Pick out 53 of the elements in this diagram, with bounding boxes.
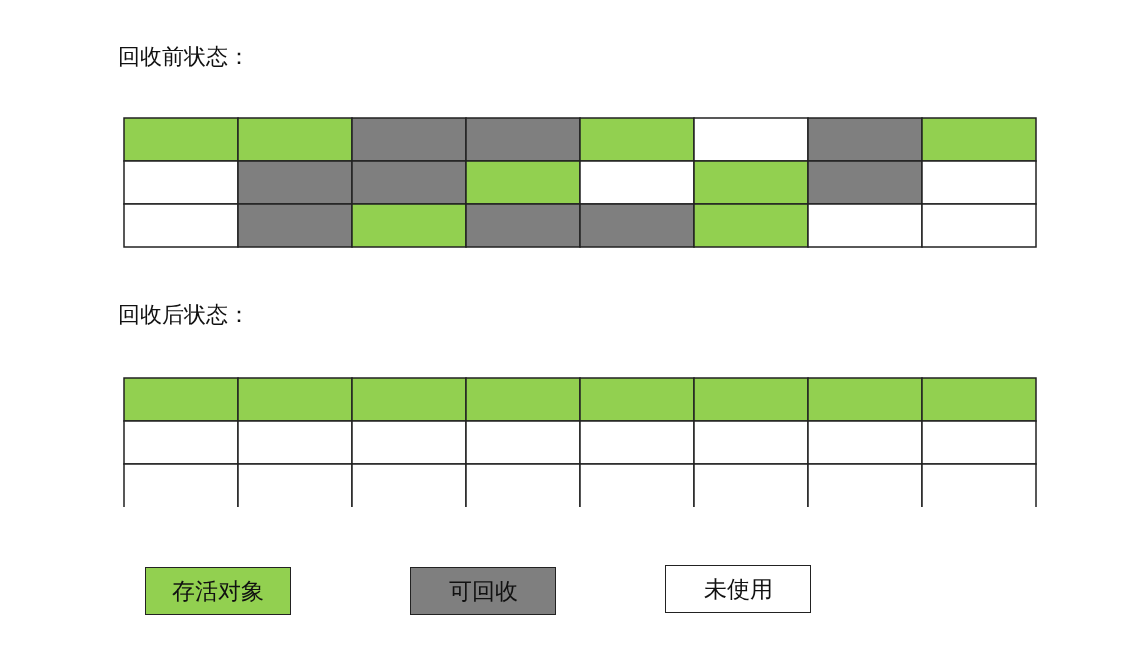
memory-cell [921, 420, 1037, 465]
memory-cell [123, 463, 239, 508]
memory-cell [579, 420, 695, 465]
legend-label: 未使用 [703, 574, 773, 604]
memory-cell [351, 117, 467, 162]
memory-cell [123, 203, 239, 248]
memory-cell [921, 160, 1037, 205]
memory-cell [693, 420, 809, 465]
memory-cell [579, 117, 695, 162]
memory-cell [237, 420, 353, 465]
memory-cell [465, 203, 581, 248]
memory-cell [351, 377, 467, 422]
memory-cell [465, 420, 581, 465]
memory-cell [351, 420, 467, 465]
memory-cell [693, 377, 809, 422]
memory-cell [693, 463, 809, 508]
memory-cell [579, 160, 695, 205]
memory-cell [807, 377, 923, 422]
memory-cell [351, 463, 467, 508]
memory-cell [237, 203, 353, 248]
memory-cell [921, 203, 1037, 248]
memory-cell [693, 160, 809, 205]
memory-cell [465, 463, 581, 508]
memory-cell [123, 117, 239, 162]
memory-cell [807, 420, 923, 465]
memory-cell [123, 420, 239, 465]
memory-cell [693, 117, 809, 162]
memory-cell [465, 160, 581, 205]
memory-cell [807, 160, 923, 205]
memory-cell [579, 463, 695, 508]
memory-cell [579, 377, 695, 422]
legend-label: 存活对象 [172, 576, 264, 606]
memory-cell [237, 160, 353, 205]
memory-cell [807, 203, 923, 248]
memory-cell [123, 160, 239, 205]
memory-cell [921, 377, 1037, 422]
memory-cell [579, 203, 695, 248]
memory-cell [807, 117, 923, 162]
memory-cell [921, 117, 1037, 162]
memory-cell [237, 463, 353, 508]
memory-cell [807, 463, 923, 508]
memory-cell [123, 377, 239, 422]
memory-cell [351, 203, 467, 248]
memory-cell [921, 463, 1037, 508]
memory-cell [351, 160, 467, 205]
section-heading: 回收前状态： [118, 43, 250, 71]
memory-cell [465, 377, 581, 422]
memory-cell [693, 203, 809, 248]
memory-cell [237, 377, 353, 422]
section-heading: 回收后状态： [118, 301, 250, 329]
legend-label: 可回收 [448, 576, 518, 606]
memory-cell [465, 117, 581, 162]
memory-cell [237, 117, 353, 162]
